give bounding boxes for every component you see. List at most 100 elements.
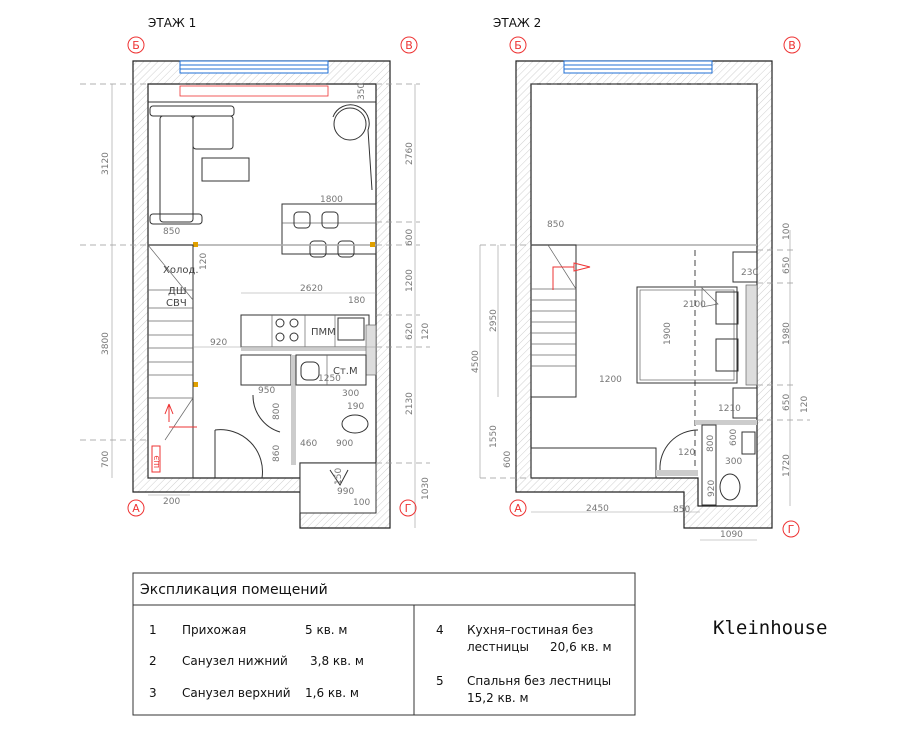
text-label: 5 bbox=[436, 674, 444, 688]
label-fridge: Холод. bbox=[163, 265, 199, 276]
text-label: 1090 bbox=[720, 530, 743, 540]
text-label: 1200 bbox=[599, 375, 622, 385]
text-label: Санузел нижний bbox=[182, 654, 288, 668]
text-label: 800 bbox=[706, 435, 716, 452]
text-label: А bbox=[132, 502, 140, 515]
text-label: 3,8 кв. м bbox=[310, 654, 364, 668]
text-label: 920 bbox=[707, 480, 717, 497]
text-label: Прихожая bbox=[182, 623, 246, 637]
text-label: 1900 bbox=[663, 322, 673, 345]
electrical-panel bbox=[151, 445, 161, 473]
text-label: 5 кв. м bbox=[305, 623, 347, 637]
toilet bbox=[341, 414, 369, 434]
text-label: 15,2 кв. м bbox=[467, 691, 529, 705]
text-label: 3 bbox=[149, 686, 157, 700]
text-label: 600 bbox=[405, 229, 415, 246]
text-label: 3800 bbox=[101, 332, 111, 355]
text-label: 860 bbox=[272, 445, 282, 462]
text-label: 700 bbox=[101, 451, 111, 468]
wardrobe bbox=[240, 354, 292, 386]
text-label: 950 bbox=[258, 386, 275, 396]
text-label: 120 bbox=[800, 396, 810, 413]
text-label: 4500 bbox=[471, 350, 481, 373]
text-label: 100 bbox=[353, 498, 370, 508]
entrance-door bbox=[214, 429, 263, 479]
text-label: 1200 bbox=[405, 269, 415, 292]
text-label: Спальня без лестницы bbox=[467, 674, 611, 688]
sink bbox=[741, 431, 756, 455]
text-label: Г bbox=[405, 502, 412, 515]
floor-2-title: ЭТАЖ 2 bbox=[493, 16, 541, 30]
text-label: 1030 bbox=[421, 477, 431, 500]
text-label: 120 bbox=[421, 323, 431, 340]
label-washing-machine: Ст.М bbox=[333, 366, 358, 377]
text-label: 800 bbox=[272, 403, 282, 420]
text-label: 120 bbox=[678, 448, 695, 458]
toilet bbox=[719, 473, 741, 501]
text-label: 230 bbox=[741, 268, 758, 278]
text-label: 2450 bbox=[586, 504, 609, 514]
text-label: 1720 bbox=[782, 454, 792, 477]
text-label: Б bbox=[132, 39, 140, 52]
text-label: 650 bbox=[782, 257, 792, 274]
text-label: 1800 bbox=[320, 195, 343, 205]
sofa bbox=[149, 105, 235, 225]
text-label: 650 bbox=[782, 394, 792, 411]
text-label: 1250 bbox=[318, 374, 341, 384]
legend-title: Экспликация помещений bbox=[140, 582, 328, 598]
text-label: 460 bbox=[300, 439, 317, 449]
riser bbox=[745, 284, 758, 386]
dining-table bbox=[281, 203, 377, 255]
marker bbox=[193, 242, 198, 247]
text-label: 900 bbox=[336, 439, 353, 449]
staircase bbox=[147, 244, 197, 479]
text-label: 2100 bbox=[683, 300, 706, 310]
staircase bbox=[530, 244, 591, 398]
text-label: 850 bbox=[547, 220, 564, 230]
floor-1-dimensions: 3120 3800 700 2760 600 1200 620 120 2130… bbox=[101, 83, 431, 508]
label-dishwasher-shower: ДШ bbox=[168, 286, 187, 297]
label-microwave: СВЧ bbox=[166, 298, 187, 309]
floor-2-plan: ЭТАЖ 2 bbox=[471, 16, 810, 541]
floor-2-axis-markers: Б В А Г bbox=[509, 36, 801, 538]
wardrobe bbox=[530, 447, 657, 479]
text-label: 620 bbox=[405, 323, 415, 340]
text-label: 600 bbox=[729, 429, 739, 446]
kitchen-counter bbox=[240, 314, 370, 351]
text-label: 850 bbox=[673, 505, 690, 515]
text-label: 120 bbox=[199, 253, 209, 270]
text-label: Санузел верхний bbox=[182, 686, 291, 700]
bed bbox=[636, 286, 739, 384]
text-label: 2 bbox=[149, 654, 157, 668]
legend-row: 3 Санузел верхний 1,6 кв. м bbox=[149, 686, 359, 700]
text-label: 200 bbox=[163, 497, 180, 507]
text-label: 150 bbox=[334, 468, 344, 485]
sink bbox=[300, 361, 320, 381]
text-label: 190 bbox=[347, 402, 364, 412]
legend-row: 5 Спальня без лестницы 15,2 кв. м bbox=[436, 674, 611, 705]
window bbox=[179, 60, 329, 97]
text-label: В bbox=[405, 39, 413, 52]
text-label: Г bbox=[788, 523, 795, 536]
text-label: 850 bbox=[163, 227, 180, 237]
text-label: 1210 bbox=[718, 404, 741, 414]
text-label: В bbox=[788, 39, 796, 52]
text-label: 1,6 кв. м bbox=[305, 686, 359, 700]
floor-2-dimensions: 850 100 650 230 2100 1900 1980 2950 4500… bbox=[471, 220, 810, 540]
floor-1-axis-markers: Б В А Г bbox=[127, 36, 418, 517]
text-label: 300 bbox=[342, 389, 359, 399]
text-label: Кухня–гостиная без bbox=[467, 623, 593, 637]
text-label: 2130 bbox=[405, 392, 415, 415]
text-label: 4 bbox=[436, 623, 444, 637]
text-label: 2760 bbox=[405, 142, 415, 165]
text-label: 300 bbox=[725, 457, 742, 467]
text-label: 20,6 кв. м bbox=[550, 640, 612, 654]
text-label: 1980 bbox=[782, 322, 792, 345]
text-label: А bbox=[514, 502, 522, 515]
window bbox=[531, 60, 757, 85]
text-label: 350 bbox=[357, 83, 367, 100]
riser bbox=[365, 324, 377, 376]
